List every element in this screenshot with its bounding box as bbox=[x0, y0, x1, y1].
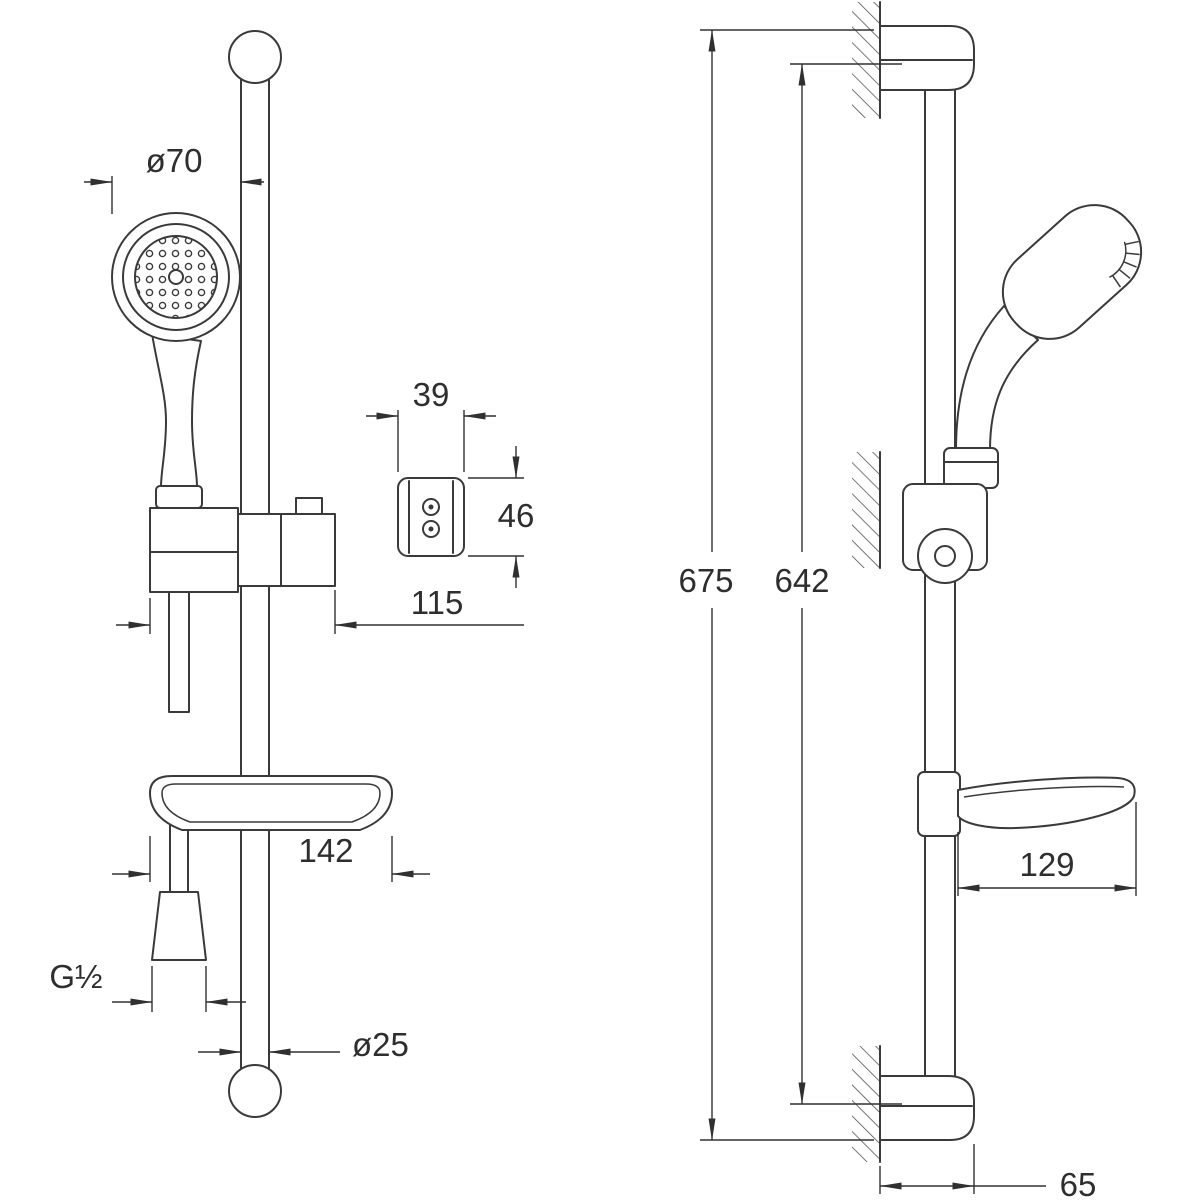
hose-cone-nut bbox=[151, 891, 207, 961]
dim-holder-width-label: 115 bbox=[411, 584, 464, 621]
dim-bracket-width-label: 39 bbox=[413, 376, 450, 413]
holder-body bbox=[149, 507, 239, 593]
dim-dish-width-label: 142 bbox=[298, 832, 353, 869]
dim-bracket-height-label: 46 bbox=[498, 497, 535, 534]
spray-face-tick bbox=[1124, 240, 1139, 246]
slider-knob-center bbox=[934, 545, 956, 567]
front-hose-connector bbox=[151, 891, 207, 961]
holder-lock-tab bbox=[295, 497, 323, 515]
shower-head-capsule bbox=[1001, 204, 1143, 340]
dim-overall-height-label: 675 bbox=[678, 562, 733, 599]
bracket-screw-dot-top bbox=[428, 504, 434, 510]
dim-bar-length-label: 642 bbox=[774, 562, 829, 599]
dish-outline-side bbox=[957, 776, 1136, 830]
dim-bracket-width: 39 bbox=[366, 376, 496, 472]
side-view: 675 642 129 65 bbox=[678, 1, 1143, 1200]
dim-bar-diameter-label: ø25 bbox=[352, 1026, 409, 1063]
dim-dish-depth: 129 bbox=[957, 802, 1137, 896]
dim-inlet-thread: G½ bbox=[49, 958, 246, 1012]
dim-bar-length: 642 bbox=[774, 63, 902, 1105]
bracket-outline bbox=[397, 477, 465, 557]
slide-bar-top-cap bbox=[228, 30, 282, 84]
front-slider-holder bbox=[149, 497, 336, 713]
soap-dish-outline bbox=[149, 775, 393, 831]
front-hand-shower bbox=[111, 212, 241, 509]
slide-bar-bottom-cap bbox=[228, 1064, 282, 1118]
wall-section-top bbox=[852, 1, 881, 119]
wall-section-middle bbox=[852, 451, 881, 569]
dim-bracket-height: 46 bbox=[468, 446, 534, 588]
spray-face-tick bbox=[1118, 268, 1131, 279]
hand-shower-handle bbox=[151, 333, 202, 488]
dim-inlet-thread-label: G½ bbox=[49, 958, 102, 995]
dim-head-diameter-label: ø70 bbox=[146, 142, 203, 179]
bracket-screw-dot-bottom bbox=[428, 526, 434, 532]
wall-bracket-top bbox=[879, 25, 975, 91]
wall-hatch bbox=[852, 2, 880, 118]
holder-cup-side bbox=[943, 447, 999, 489]
dim-dish-width: 142 bbox=[112, 832, 430, 882]
shower-head-center-cap bbox=[168, 269, 184, 285]
front-soap-dish bbox=[149, 775, 393, 893]
side-wall-bracket-bottom bbox=[879, 1075, 975, 1141]
dim-bar-diameter: ø25 bbox=[198, 1026, 409, 1063]
wall-hatch bbox=[852, 452, 880, 568]
dim-overall-height: 675 bbox=[678, 29, 874, 1141]
dim-holder-width: 115 bbox=[116, 584, 524, 634]
side-wall-bracket-top bbox=[879, 25, 975, 91]
wall-bracket-bottom bbox=[879, 1075, 975, 1141]
dish-rim-side bbox=[963, 785, 1125, 798]
dish-clamp-side bbox=[917, 771, 961, 837]
soap-dish-rim bbox=[161, 783, 381, 823]
side-hand-shower bbox=[943, 204, 1143, 489]
handle-inlet-stub bbox=[168, 591, 190, 713]
handle-collar bbox=[155, 485, 203, 509]
shower-head-side bbox=[1001, 204, 1143, 340]
dim-head-diameter: ø70 bbox=[84, 142, 264, 214]
spray-face-tick bbox=[1123, 261, 1137, 268]
dim-dish-depth-label: 129 bbox=[1019, 846, 1074, 883]
dim-wall-distance: 65 bbox=[879, 1144, 1097, 1200]
holder-clamp bbox=[237, 513, 336, 587]
spray-face-tick bbox=[1125, 252, 1140, 256]
side-soap-dish bbox=[917, 771, 1136, 837]
side-slider bbox=[902, 483, 988, 584]
wall-bracket-detail bbox=[397, 477, 465, 557]
dim-wall-distance-label: 65 bbox=[1060, 1166, 1097, 1200]
front-view: ø70 39 46 115 bbox=[49, 30, 534, 1118]
spray-face-tick bbox=[1111, 275, 1122, 288]
